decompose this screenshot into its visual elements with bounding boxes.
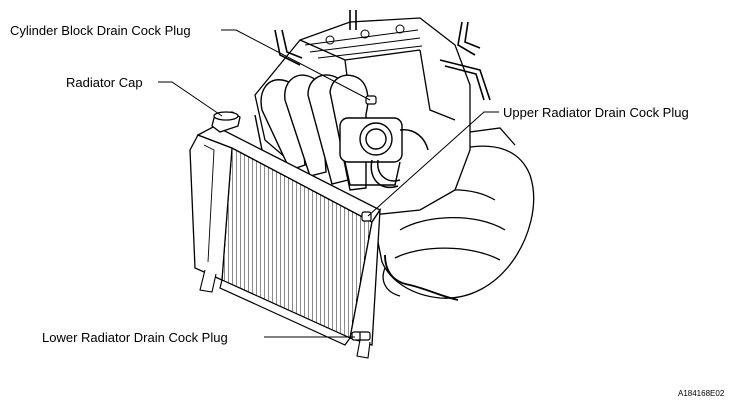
cylinder-drain-plug-shape: [365, 95, 377, 105]
label-radiator-cap: Radiator Cap: [66, 75, 143, 90]
lower-drain-plug-shape: [351, 331, 371, 341]
figure-code: A184168E02: [678, 389, 725, 398]
radiator-core: [222, 148, 372, 338]
throttle-hoses: [370, 129, 429, 189]
engine-top-pipes: [274, 10, 491, 101]
lower-hose: [384, 254, 459, 301]
label-lower-radiator-drain-cock-plug: Lower Radiator Drain Cock Plug: [42, 330, 228, 345]
radiator: [189, 125, 381, 359]
radiator-right-tank: [349, 207, 381, 346]
leader-radiator-cap: [158, 81, 223, 117]
throttle-body: [339, 117, 403, 186]
radiator-cap-shape: [211, 111, 241, 133]
leader-cylinder-block: [221, 29, 371, 101]
leader-upper-drain: [367, 111, 499, 217]
leader-lines: [158, 29, 499, 338]
label-upper-radiator-drain-cock-plug: Upper Radiator Drain Cock Plug: [503, 105, 689, 120]
valve-cover: [304, 24, 423, 59]
label-cylinder-block-drain-cock-plug: Cylinder Block Drain Cock Plug: [10, 23, 191, 38]
upper-drain-plug-shape: [361, 211, 372, 222]
